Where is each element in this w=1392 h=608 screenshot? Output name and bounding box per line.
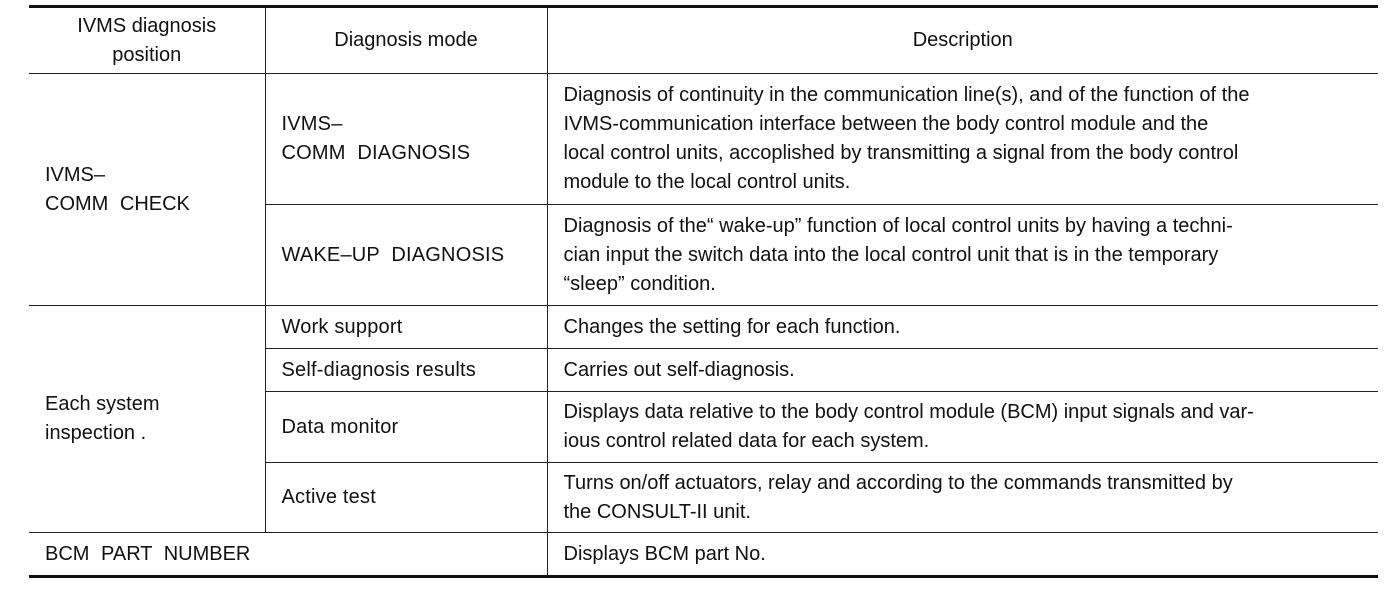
- header-row: IVMS diagnosis position Diagnosis mode D…: [29, 5, 1378, 74]
- description-line: the CONSULT-II unit.: [563, 500, 751, 523]
- description-line: IVMS-communication interface between the…: [563, 113, 1209, 135]
- description-line: ious control related data for each syste…: [563, 430, 930, 452]
- description-ivms-comm-diagnosis: Diagnosis of continuity in the communica…: [547, 73, 1378, 205]
- table-row: Self-diagnosis results Carries out self-…: [29, 348, 1378, 392]
- table-row: BCM PART NUMBER Displays BCM part No.: [29, 532, 1378, 578]
- description-line: “sleep” condition.: [563, 272, 716, 295]
- description-wake-up-diagnosis: Diagnosis of the“ wake-up” function of l…: [547, 204, 1378, 306]
- description-line: Turns on/off actuators, relay and accord…: [563, 471, 1233, 494]
- header-position-line2: position: [112, 43, 182, 66]
- table-row: IVMS– COMM CHECK IVMS– COMM DIAGNOSIS Di…: [29, 73, 1378, 306]
- description-self-diagnosis-results: Carries out self-diagnosis.: [547, 348, 1378, 392]
- description-line: local control units, accoplished by tran…: [563, 142, 1239, 164]
- mode-data-monitor: Data monitor: [265, 391, 548, 463]
- description-line: Diagnosis of the“ wake-up” function of l…: [563, 214, 1233, 237]
- description-line: module to the local control units.: [563, 171, 851, 193]
- mode-active-test: Active test: [265, 462, 548, 533]
- position-line2: COMM CHECK: [45, 192, 190, 215]
- header-position-line1: IVMS diagnosis: [77, 14, 217, 37]
- mode-line1: IVMS–: [281, 113, 343, 135]
- description-active-test: Turns on/off actuators, relay and accord…: [547, 462, 1378, 533]
- description-line: Diagnosis of continuity in the communica…: [563, 84, 1250, 106]
- position-bcm-part-number: BCM PART NUMBER: [29, 532, 548, 578]
- description-bcm-part-number: Displays BCM part No.: [547, 532, 1378, 578]
- mode-wake-up-diagnosis: WAKE–UP DIAGNOSIS: [265, 204, 548, 306]
- position-ivms-comm-check: IVMS– COMM CHECK: [29, 73, 266, 306]
- position-line1: IVMS–: [45, 163, 106, 186]
- mode-self-diagnosis-results: Self-diagnosis results: [265, 348, 548, 392]
- position-each-system-inspection: Each system inspection .: [29, 305, 266, 533]
- table-row: Data monitor Displays data relative to t…: [29, 391, 1378, 463]
- description-work-support: Changes the setting for each function.: [547, 305, 1378, 349]
- description-line: cian input the switch data into the loca…: [563, 243, 1219, 266]
- table-row: WAKE–UP DIAGNOSIS Diagnosis of the“ wake…: [29, 204, 1378, 306]
- position-line2: inspection .: [45, 422, 147, 444]
- table-row: Active test Turns on/off actuators, rela…: [29, 462, 1378, 533]
- table-row: Each system inspection . Work support Ch…: [29, 305, 1378, 533]
- diagnosis-mode-table: IVMS diagnosis position Diagnosis mode D…: [29, 5, 1378, 578]
- description-data-monitor: Displays data relative to the body contr…: [547, 391, 1378, 463]
- header-position: IVMS diagnosis position: [29, 5, 266, 74]
- header-description: Description: [547, 5, 1378, 74]
- description-line: Displays data relative to the body contr…: [563, 401, 1254, 423]
- mode-work-support: Work support: [265, 305, 548, 349]
- position-line1: Each system: [45, 393, 160, 415]
- mode-ivms-comm-diagnosis: IVMS– COMM DIAGNOSIS: [265, 73, 548, 205]
- header-mode: Diagnosis mode: [265, 5, 548, 74]
- mode-line2: COMM DIAGNOSIS: [281, 142, 471, 164]
